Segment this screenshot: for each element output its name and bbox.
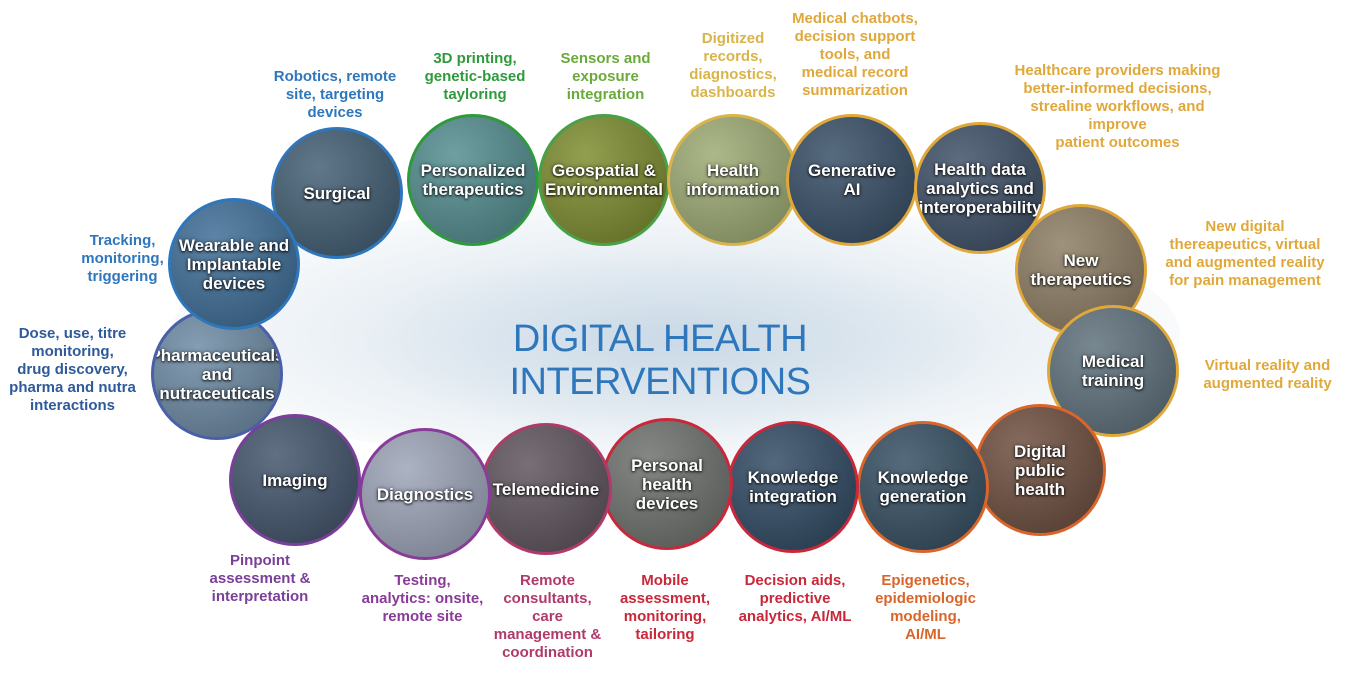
node-label: Diagnostics bbox=[376, 484, 474, 504]
node-photo-placeholder bbox=[171, 201, 297, 327]
node-surgical: Surgical bbox=[271, 127, 403, 259]
node-photo-placeholder bbox=[670, 117, 796, 243]
diagram-title: DIGITAL HEALTH INTERVENTIONS bbox=[509, 318, 811, 403]
node-geospatial: Geospatial &Environmental bbox=[538, 114, 670, 246]
node-diagnostics: Diagnostics bbox=[359, 428, 491, 560]
node-imaging: Imaging bbox=[229, 414, 361, 546]
node-telemedicine: Telemedicine bbox=[480, 423, 612, 555]
node-photo-placeholder bbox=[154, 311, 280, 437]
node-description-diagnostics: Testing,analytics: onsite,remote site bbox=[361, 572, 484, 625]
node-photo-placeholder bbox=[977, 407, 1103, 533]
node-label: Telemedicine bbox=[492, 479, 600, 499]
node-photo-placeholder bbox=[604, 421, 730, 547]
node-label: Geospatial &Environmental bbox=[544, 161, 664, 199]
node-photo-placeholder bbox=[274, 130, 400, 256]
node-photo-placeholder bbox=[541, 117, 667, 243]
node-photo-placeholder bbox=[232, 417, 358, 543]
background-cloud-core bbox=[360, 250, 1000, 440]
node-photo-placeholder bbox=[730, 424, 856, 550]
node-label: Imaging bbox=[262, 470, 328, 490]
node-photo-placeholder bbox=[362, 431, 488, 557]
node-photo-placeholder bbox=[789, 117, 915, 243]
node-description-wearable: Tracking,monitoring,triggering bbox=[81, 232, 164, 285]
node-photo-placeholder bbox=[860, 424, 986, 550]
node-label: Surgical bbox=[303, 183, 371, 203]
node-photo-placeholder bbox=[410, 117, 536, 243]
node-photo-placeholder bbox=[917, 125, 1043, 251]
node-photo-placeholder bbox=[483, 426, 609, 552]
